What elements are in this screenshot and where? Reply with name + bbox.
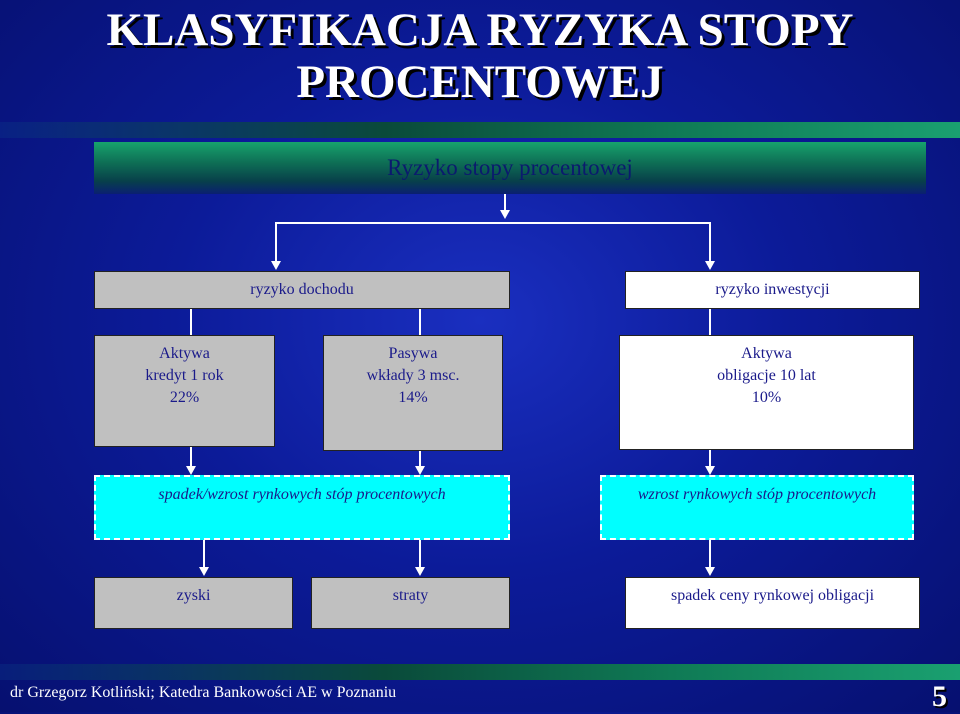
arrow-outcome-3 [705, 567, 715, 576]
item-assets-bonds-type: Aktywa [741, 345, 792, 362]
item-assets-loan-rate: 22% [169, 389, 200, 406]
connector-item-1 [190, 309, 192, 335]
branch-income-risk: ryzyko dochodu [94, 271, 510, 309]
scenario-rate-change-label: spadek/wzrost rynkowych stóp procentowyc… [158, 486, 446, 503]
outcome-profits: zyski [94, 577, 293, 629]
arrow-scenario-2 [415, 466, 425, 475]
connector-scenario-1 [190, 447, 192, 467]
arrow-outcome-2 [415, 567, 425, 576]
connector-outcome-2 [419, 540, 421, 568]
outcome-bond-price-drop-label: spadek ceny rynkowej obligacji [670, 587, 875, 604]
item-liabilities-type: Pasywa [388, 345, 438, 362]
connector-outcome-3 [709, 540, 711, 568]
arrow-scenario-3 [705, 466, 715, 475]
connector-item-3 [709, 309, 711, 335]
item-liabilities-desc: wkłady 3 msc. [366, 367, 460, 384]
item-liabilities-rate: 14% [398, 389, 428, 406]
outcome-profits-label: zyski [176, 587, 211, 604]
scenario-rate-increase-label: wzrost rynkowych stóp procentowych [637, 486, 877, 503]
scenario-rate-change: spadek/wzrost rynkowych stóp procentowyc… [94, 475, 510, 540]
slide-title: KLASYFIKACJA RYZYKA STOPY PROCENTOWEJ [0, 4, 960, 108]
scenario-rate-increase: wzrost rynkowych stóp procentowych [600, 475, 914, 540]
title-line-1: KLASYFIKACJA RYZYKA STOPY [106, 4, 854, 56]
connector-branch-right [709, 222, 711, 262]
connector-item-2 [419, 309, 421, 335]
outcome-bond-price-drop: spadek ceny rynkowej obligacji [625, 577, 920, 629]
root-node: Ryzyko stopy procentowej [94, 142, 926, 194]
item-assets-bonds-rate: 10% [751, 389, 782, 406]
arrow-branch-left [271, 261, 281, 270]
item-liabilities-deposits: Pasywa wkłady 3 msc. 14% [323, 335, 503, 451]
arrow-outcome-1 [199, 567, 209, 576]
item-assets-loan: Aktywa kredyt 1 rok 22% [94, 335, 275, 447]
outcome-losses-label: straty [392, 587, 429, 604]
decorative-band-top [0, 122, 960, 138]
arrow-branch-right [705, 261, 715, 270]
item-assets-bonds: Aktywa obligacje 10 lat 10% [619, 335, 914, 450]
arrow-scenario-1 [186, 466, 196, 475]
arrow-root [500, 210, 510, 219]
outcome-losses: straty [311, 577, 510, 629]
root-node-label: Ryzyko stopy procentowej [387, 155, 633, 180]
connector-outcome-1 [203, 540, 205, 568]
title-line-2: PROCENTOWEJ [296, 56, 664, 108]
connector-scenario-3 [709, 450, 711, 467]
item-assets-loan-desc: kredyt 1 rok [145, 367, 224, 384]
item-assets-bonds-desc: obligacje 10 lat [717, 367, 816, 384]
connector-branch-left [275, 222, 277, 262]
connector-branch-h [275, 222, 711, 224]
item-assets-loan-type: Aktywa [159, 345, 210, 362]
footer-author: dr Grzegorz Kotliński; Katedra Bankowośc… [10, 684, 397, 701]
decorative-band-bottom [0, 664, 960, 680]
connector-scenario-2 [419, 451, 421, 467]
branch-investment-risk-label: ryzyko inwestycji [715, 281, 830, 298]
page-number: 5 [932, 680, 947, 713]
branch-income-risk-label: ryzyko dochodu [250, 281, 354, 298]
connector-root [504, 194, 506, 212]
branch-investment-risk: ryzyko inwestycji [625, 271, 920, 309]
